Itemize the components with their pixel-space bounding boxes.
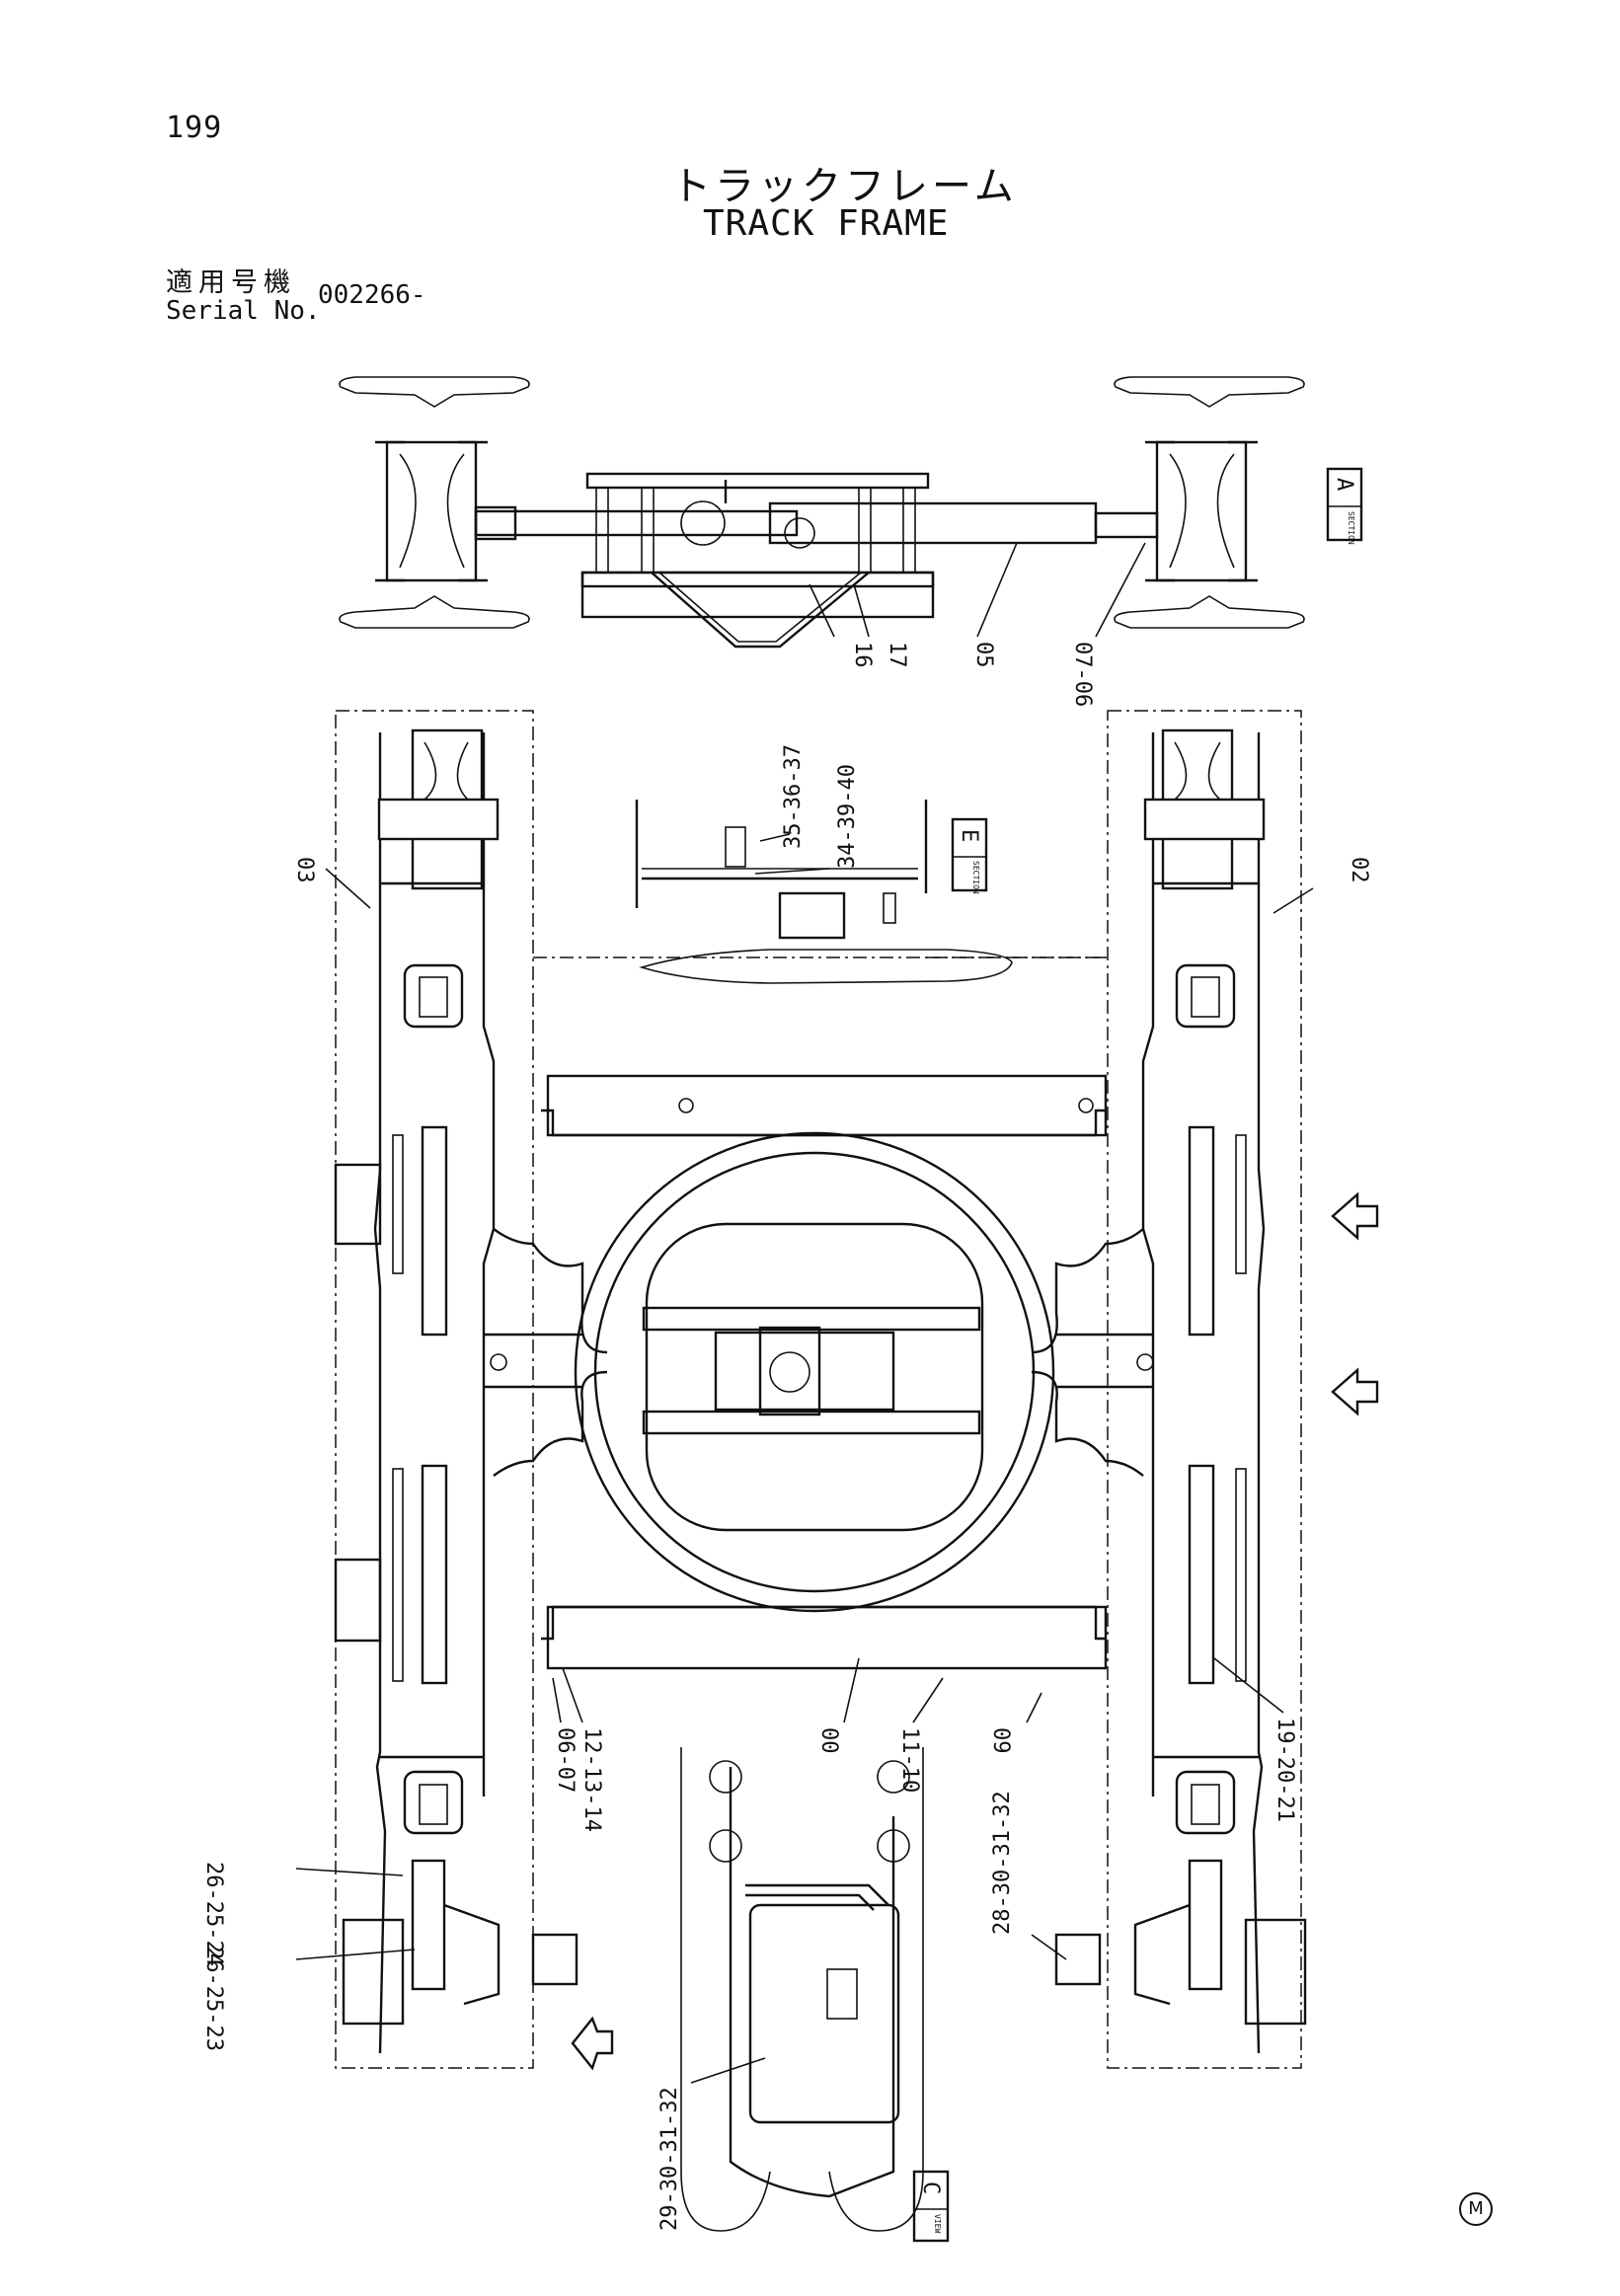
callout-26-25-24: 26-25-24 (201, 1862, 226, 1966)
callout-07-06: 07-06 (1070, 642, 1095, 707)
callout-02: 02 (1347, 857, 1371, 883)
view-c-label: C VIEW (912, 2170, 950, 2243)
section-a-letter: A (1332, 478, 1356, 491)
section-a-label: A SECTION (1326, 467, 1363, 545)
section-e-kind: SECTION (971, 861, 980, 894)
callout-29-30-31-32: 29-30-31-32 (657, 2087, 682, 2231)
section-e-label: E SECTION (951, 817, 988, 894)
title-english: TRACK FRAME (703, 203, 950, 244)
section-a-view (339, 376, 1305, 649)
callout-labels: 16 17 05 07-06 03 02 35-36-37 34-39-40 1… (201, 642, 1371, 2231)
serial-number-value: 002266- (318, 280, 426, 310)
callout-03: 03 (292, 857, 317, 883)
main-plan-view (334, 710, 1379, 2071)
leader-lines (295, 542, 1314, 2084)
callout-12-13-14: 12-13-14 (579, 1727, 604, 1832)
callout-05: 05 (971, 642, 996, 668)
view-c-letter: C (918, 2181, 943, 2194)
page-number: 199 (166, 111, 223, 145)
section-e-view (635, 800, 1106, 984)
callout-11-10: 11-10 (897, 1727, 922, 1793)
section-e-letter: E (957, 829, 981, 842)
corner-marker-icon: M (1459, 2192, 1493, 2226)
callout-19-20-21: 19-20-21 (1273, 1718, 1297, 1822)
section-a-kind: SECTION (1347, 511, 1355, 545)
callout-35-36-37: 35-36-37 (781, 744, 806, 849)
serial-label-english: Serial No. (166, 296, 321, 326)
view-c-view (680, 1747, 924, 2232)
callout-16: 16 (850, 642, 875, 668)
callout-00: 00 (816, 1727, 841, 1754)
callout-06-07: 06-07 (553, 1727, 578, 1793)
serial-label-japanese: 適用号機 (166, 268, 296, 298)
title-japanese: トラックフレーム (671, 164, 1018, 209)
view-c-kind: VIEW (933, 2214, 942, 2233)
callout-17: 17 (885, 642, 909, 668)
callout-34-39-40: 34-39-40 (835, 764, 860, 869)
callout-26-25-23: 26-25-23 (201, 1947, 226, 2051)
callout-09: 09 (988, 1727, 1013, 1754)
callout-28-30-31-32: 28-30-31-32 (990, 1791, 1015, 1935)
